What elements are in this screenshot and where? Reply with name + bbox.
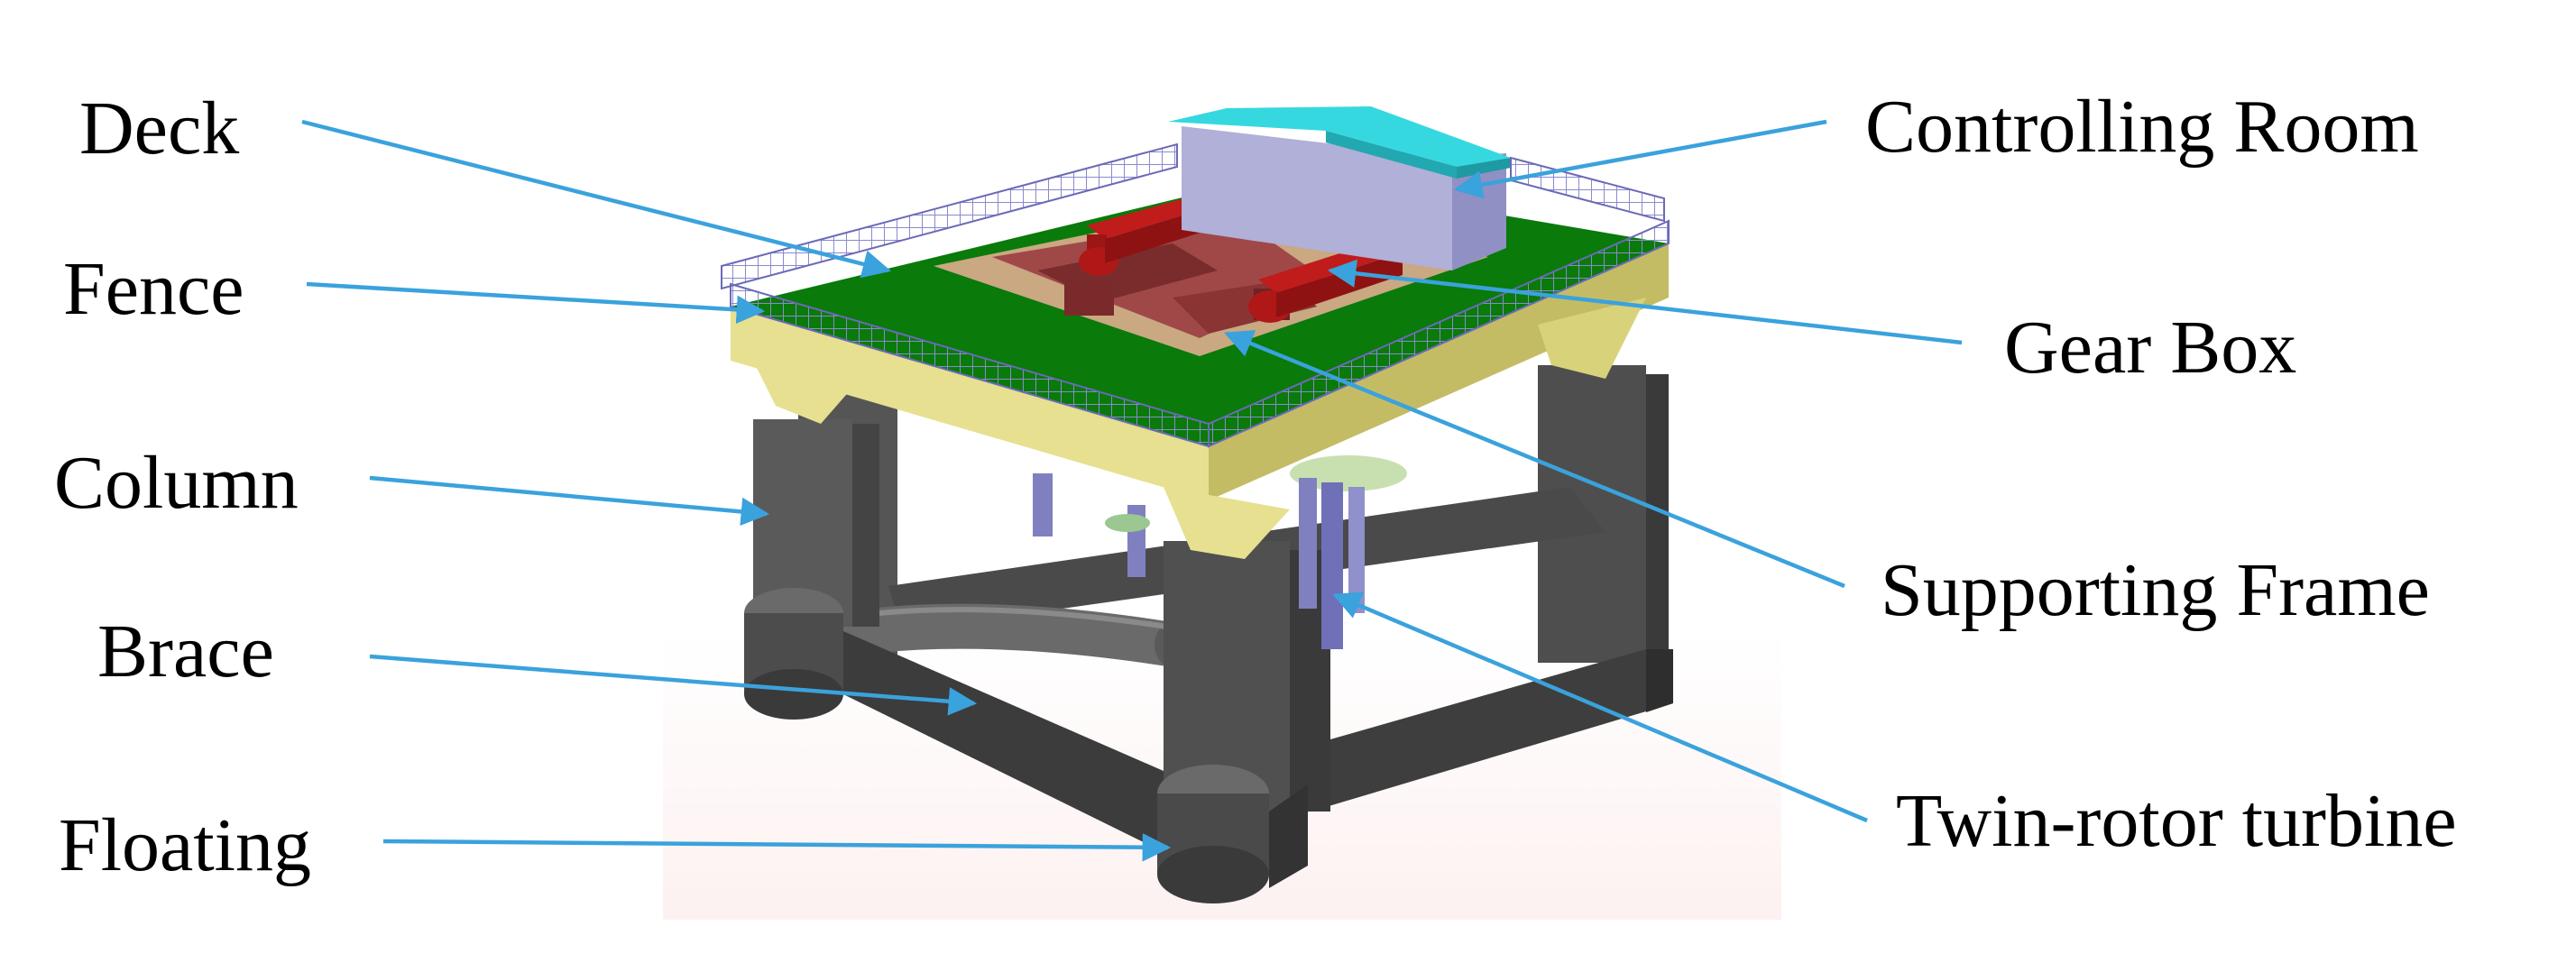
label-twin-rotor-turbine: Twin-rotor turbine xyxy=(1896,779,2457,863)
leader-floating xyxy=(382,833,1172,862)
deck-side-front-left xyxy=(731,307,1209,500)
column-caps xyxy=(753,298,1646,559)
label-controlling-room: Controlling Room xyxy=(1865,85,2419,169)
leader-controlling-room xyxy=(1453,119,1827,199)
leader-fence xyxy=(306,281,766,325)
label-supporting-frame: Supporting Frame xyxy=(1881,548,2430,632)
fence xyxy=(721,142,1670,448)
label-brace: Brace xyxy=(97,610,274,693)
label-floating: Floating xyxy=(59,803,311,887)
label-gear-box: Gear Box xyxy=(2004,306,2296,390)
right-pontoon-end xyxy=(1646,649,1673,712)
leader-twin-rotor-turbine xyxy=(1332,591,1868,823)
leader-column xyxy=(369,475,770,527)
controlling-room xyxy=(1168,106,1511,271)
floating-pontoon-left xyxy=(744,588,1164,852)
leader-supporting-frame xyxy=(1224,330,1845,589)
label-column: Column xyxy=(54,441,299,525)
label-fence: Fence xyxy=(63,247,244,331)
twin-rotor-turbine-right xyxy=(1290,455,1407,649)
right-pontoon xyxy=(1299,649,1673,807)
leader-gear-box xyxy=(1327,259,1963,345)
leader-deck xyxy=(301,119,892,279)
label-deck: Deck xyxy=(79,87,239,170)
floating-pontoon-front xyxy=(1157,765,1308,903)
twin-rotor-turbine-left xyxy=(1033,473,1150,577)
deck-side-front-right xyxy=(1209,243,1669,500)
leader-brace xyxy=(369,654,978,716)
